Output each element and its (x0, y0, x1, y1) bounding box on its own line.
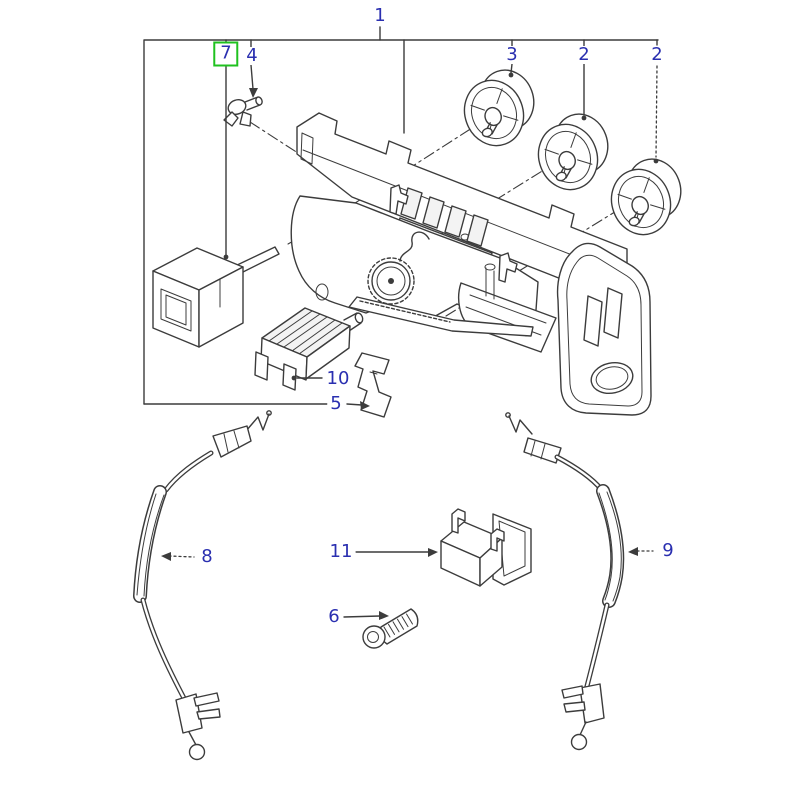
part-9-cable (505, 412, 625, 751)
panel-end-bezel (556, 242, 652, 416)
callout-8[interactable]: 8 (198, 548, 216, 566)
part-2-knob-middle (537, 113, 609, 191)
callout-3[interactable]: 3 (503, 46, 521, 64)
callout-5[interactable]: 5 (327, 395, 345, 413)
callout-2a[interactable]: 2 (575, 46, 593, 64)
panel-clip-small-b (498, 252, 518, 283)
part-11-switch-unit (440, 508, 532, 587)
callout-9[interactable]: 9 (659, 542, 677, 560)
panel-clip-small-a (389, 184, 409, 215)
gear-and-lever-mechanism (348, 231, 534, 337)
callout-leader-lines (161, 63, 659, 620)
part-5-bracket (354, 352, 392, 418)
callout-4[interactable]: 4 (243, 47, 261, 65)
callout-10[interactable]: 10 (323, 370, 353, 388)
assembly-boundary-frame (143, 26, 659, 405)
part-10-connector (254, 307, 364, 391)
callout-7-highlighted[interactable]: 7 (213, 41, 239, 67)
callout-2b[interactable]: 2 (648, 46, 666, 64)
part-8-cable (133, 410, 272, 761)
part-7-switch (152, 246, 280, 348)
part-4-thumbwheel (223, 96, 263, 127)
callout-6[interactable]: 6 (325, 608, 343, 626)
part-6-screw (362, 608, 419, 649)
part-2-knob-right (610, 158, 682, 236)
callout-1[interactable]: 1 (371, 7, 389, 25)
part-3-knob (463, 69, 535, 147)
callout-11[interactable]: 11 (326, 543, 356, 561)
